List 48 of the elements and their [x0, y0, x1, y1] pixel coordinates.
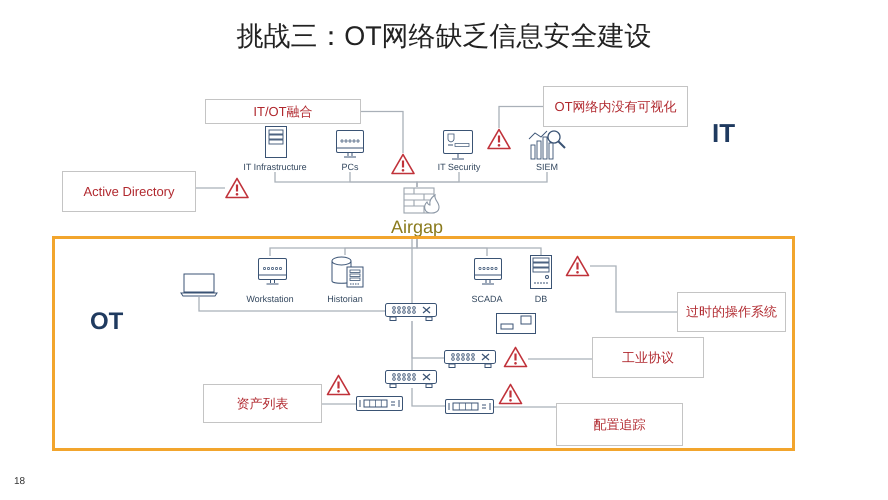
connector-line: [196, 187, 225, 189]
connector-line: [416, 237, 542, 255]
connector-line: [198, 297, 385, 312]
device-label: DB: [534, 294, 548, 304]
laptop-icon: [180, 273, 218, 297]
callout-box: IT/OT融合: [205, 99, 361, 124]
device-label: SIEM: [534, 162, 559, 172]
connector-line: [528, 358, 592, 360]
zone-label: IT: [712, 118, 736, 149]
connector-line: [494, 406, 556, 408]
rack-unit-icon: [445, 399, 494, 414]
zone-label: OT: [90, 308, 124, 336]
device-label: SCADA: [470, 294, 504, 304]
warning-icon: [503, 346, 528, 368]
connector-line: [411, 237, 413, 303]
connector-line: [361, 110, 404, 153]
connector-line: [416, 172, 548, 187]
rack-unit-icon: [356, 396, 403, 411]
slide-title: 挑战三：OT网络缺乏信息安全建设: [235, 20, 653, 53]
callout-box: 配置追踪: [556, 403, 683, 446]
network-switch-icon: [385, 370, 437, 388]
warning-icon: [498, 383, 523, 405]
ot-zone-frame: [52, 236, 795, 451]
callout-box: OT网络内没有可视化: [543, 86, 688, 127]
warning-icon: [225, 177, 249, 199]
connector-line: [590, 265, 677, 313]
connector-line: [498, 106, 543, 128]
network-switch-icon: [385, 303, 437, 321]
device-label: IT Infrastructure: [242, 162, 308, 172]
callout-box: 工业协议: [592, 337, 704, 378]
device-label: IT Security: [436, 162, 482, 172]
page-number: 18: [14, 476, 26, 487]
connector-line: [322, 403, 356, 405]
device-label: Historian: [326, 294, 364, 304]
warning-icon: [391, 153, 415, 175]
callout-box: 过时的操作系统: [677, 292, 786, 332]
callout-box: Active Directory: [62, 171, 196, 212]
warning-icon: [487, 128, 511, 150]
device-label: Workstation: [245, 294, 295, 304]
connector-line: [411, 388, 445, 407]
network-switch-icon: [444, 350, 496, 368]
connector-line: [411, 321, 413, 370]
device-label: PCs: [340, 162, 360, 172]
controller-icon: [496, 313, 536, 334]
callout-box: 资产列表: [203, 384, 322, 423]
airgap-label: Airgap: [390, 217, 444, 237]
warning-icon: [326, 374, 351, 396]
warning-icon: [565, 255, 590, 277]
